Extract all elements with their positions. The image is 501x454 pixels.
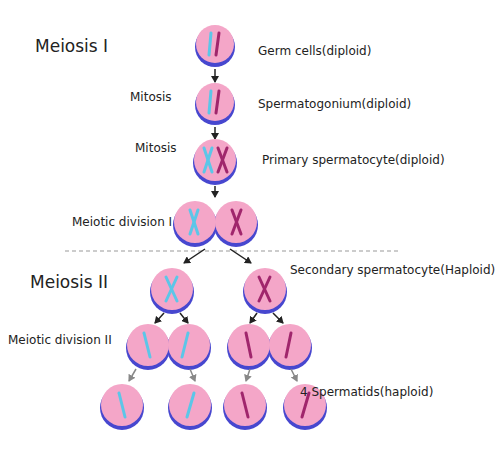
secondary-spermatocyte-cell — [150, 268, 194, 314]
stage-arrow — [230, 249, 251, 263]
stage-label: Secondary spermatocyte(Haploid) — [290, 263, 495, 277]
stage-label: Primary spermatocyte(diploid) — [262, 153, 445, 167]
stage-arrow — [291, 369, 297, 381]
stage-arrow — [184, 249, 205, 263]
dividing-cell — [227, 324, 312, 370]
stage-arrow — [273, 313, 283, 323]
spermatid-cell — [223, 384, 267, 430]
stage-arrow — [190, 369, 195, 381]
process-label: Meiotic division I — [72, 215, 172, 229]
secondary-spermatocyte-cell — [243, 268, 287, 314]
stage-arrow — [250, 313, 257, 323]
stage-arrow — [180, 313, 188, 323]
stage-arrow — [214, 127, 216, 139]
spermatid-cell — [168, 384, 212, 430]
process-label: Meiotic division II — [8, 333, 112, 347]
stage-arrow — [214, 69, 216, 82]
stage-arrow — [155, 313, 164, 323]
process-label: Mitosis — [130, 90, 172, 104]
primary-spermatocyte-cell — [193, 139, 237, 185]
dividing-cell — [173, 201, 258, 247]
stage-label: Germ cells(diploid) — [258, 44, 371, 58]
phase-heading: Meiosis II — [30, 272, 108, 292]
dividing-cell — [126, 324, 211, 370]
process-label: Mitosis — [135, 141, 177, 155]
spermatogonium-cell — [195, 83, 235, 125]
stage-arrow — [129, 369, 136, 381]
stage-label: Spermatogonium(diploid) — [258, 97, 411, 111]
stage-arrow — [214, 186, 216, 197]
phase-heading: Meiosis I — [35, 36, 108, 56]
germ-cell — [195, 25, 235, 67]
spermatid-cell — [100, 384, 144, 430]
stage-label: 4 Spermatids(haploid) — [300, 385, 433, 399]
stage-arrow — [246, 369, 250, 381]
